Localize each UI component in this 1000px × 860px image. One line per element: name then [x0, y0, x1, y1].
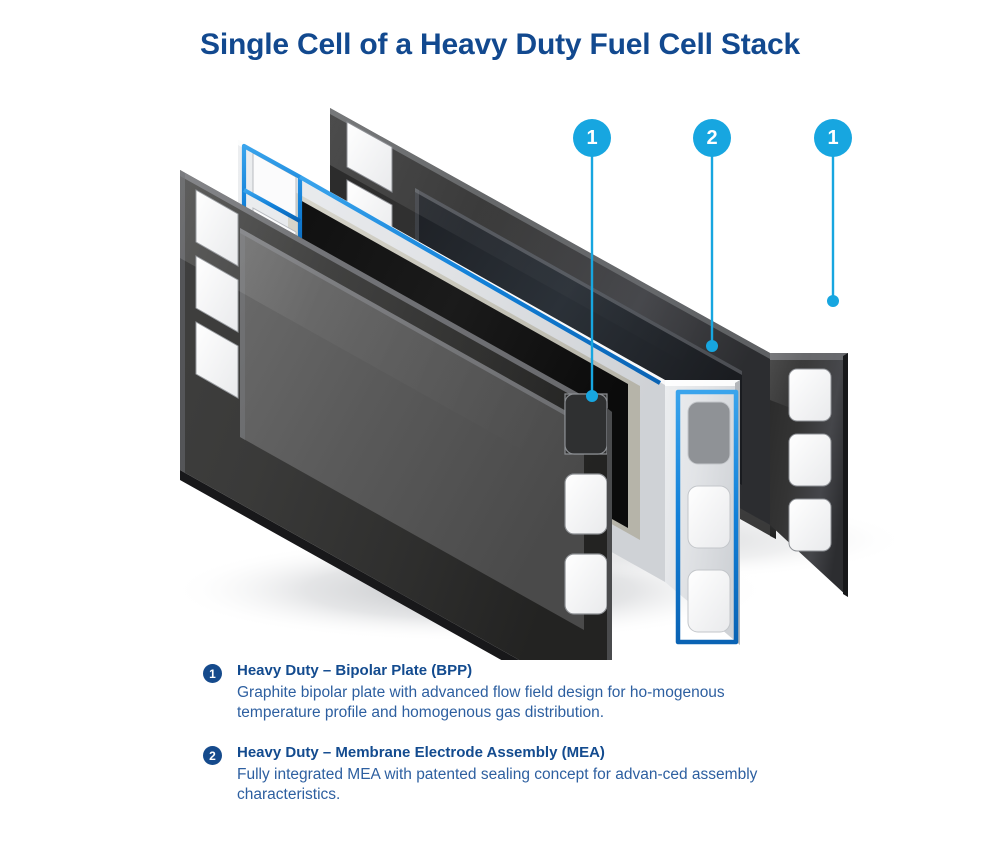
legend-description-2: Fully integrated MEA with patented seali… [237, 766, 758, 803]
legend-item-mea: 2 Heavy Duty – Membrane Electrode Assemb… [203, 744, 823, 804]
mea-seal-bead-right [675, 389, 739, 645]
legend-title-2: Heavy Duty – Membrane Electrode Assembly… [237, 744, 605, 762]
mea-right-wing [657, 380, 740, 645]
callout-badge-1[interactable]: 1 [573, 119, 611, 157]
fuel-cell-exploded-diagram: 1 2 1 [0, 70, 1000, 660]
front-plate-right-wing [564, 393, 612, 660]
page-title: Single Cell of a Heavy Duty Fuel Cell St… [200, 28, 800, 61]
legend: 1 Heavy Duty – Bipolar Plate (BPP) Graph… [203, 662, 823, 827]
callout-badge-2[interactable]: 2 [693, 119, 731, 157]
callout-leader-lines [590, 138, 835, 396]
callout-badge-1-label: 1 [586, 127, 598, 149]
callout-badge-2-label: 2 [706, 127, 718, 149]
legend-badge-2: 2 [203, 746, 222, 766]
legend-badge-2-label: 2 [209, 748, 216, 763]
rear-plate-right-wing [770, 353, 848, 597]
callout-badge-3[interactable]: 1 [814, 119, 852, 157]
legend-title-1: Heavy Duty – Bipolar Plate (BPP) [237, 662, 473, 679]
front-plate-right-ports [564, 393, 608, 615]
callout-leader-dots [586, 295, 839, 402]
front-bipolar-plate [180, 170, 612, 660]
callout-badge-3-label: 1 [827, 127, 839, 149]
legend-description-1: Graphite bipolar plate with advanced flo… [237, 683, 725, 721]
legend-badge-1: 1 [203, 664, 222, 683]
mea-right-ports [687, 401, 731, 633]
legend-badge-1-label: 1 [209, 666, 216, 681]
front-plate-left-ports [195, 189, 239, 399]
legend-item-bipolar-plate: 1 Heavy Duty – Bipolar Plate (BPP) Graph… [203, 662, 823, 722]
